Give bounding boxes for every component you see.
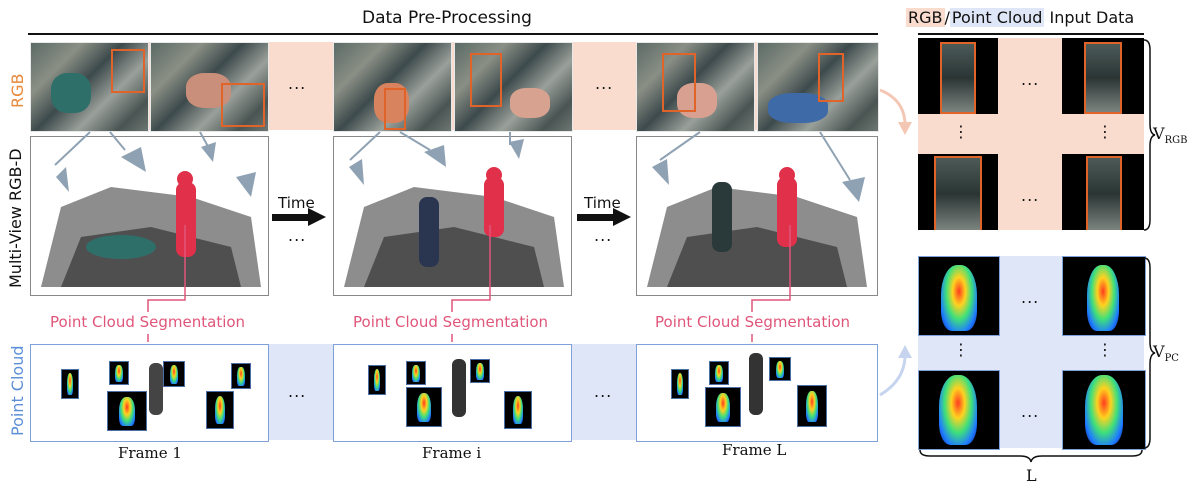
- rgb-photo-6: [757, 42, 879, 132]
- v-pc-h-ellipsis-top: ...: [1021, 288, 1040, 307]
- pc-view: [769, 357, 791, 381]
- pc-crop-br: [1062, 370, 1146, 450]
- pc-view: [61, 369, 79, 399]
- v-pc-label: VPC: [1153, 342, 1179, 364]
- v-rgb-brace: [1143, 39, 1156, 231]
- rgbd-scene-1: [31, 137, 268, 295]
- pc-view: [709, 361, 729, 385]
- rgb-crop-tl: [918, 38, 998, 114]
- pc-view: [470, 359, 490, 383]
- pc-frame-i: [333, 344, 572, 442]
- l-brace: [919, 449, 1143, 463]
- v-pc-h-ellipsis-bottom: ...: [1021, 402, 1040, 421]
- pc-crop-bl: [918, 370, 1000, 450]
- pc-view: [504, 391, 532, 429]
- pc-view: [163, 361, 185, 387]
- title-underline: [28, 33, 878, 35]
- pc-view: [368, 365, 386, 395]
- pc-view: [231, 363, 251, 389]
- person-point-cloud: [452, 359, 466, 417]
- pc-crop-tl: [918, 256, 1000, 336]
- pc-view: [406, 387, 442, 427]
- v-rgb-v-ellipsis-left: ⋮: [953, 122, 970, 141]
- rgb-photo-3: [333, 42, 452, 132]
- rgb-photo-4: [454, 42, 573, 132]
- pc-view: [206, 391, 234, 429]
- rgb-photo-2: [150, 42, 269, 132]
- input-panel-title: RGB/Point Cloud Input Data: [906, 8, 1134, 27]
- v-pc-symbol: V: [1153, 342, 1165, 361]
- pc-view: [109, 361, 129, 385]
- rgb-crop-tr: [1062, 38, 1144, 114]
- frame-label-1: Frame 1: [118, 444, 182, 462]
- person-point-cloud: [149, 363, 163, 415]
- v-pc-v-ellipsis-right: ⋮: [1097, 340, 1114, 359]
- section-title: Data Pre-Processing: [362, 8, 532, 28]
- l-label: L: [1026, 466, 1037, 485]
- pc-ellipsis-2: ...: [594, 382, 613, 401]
- rgbd-scene-i: [334, 137, 571, 295]
- frame-label-L: Frame L: [722, 441, 787, 459]
- rgb-ellipsis-1: ...: [288, 74, 307, 93]
- pc-frame-L: [636, 344, 878, 442]
- input-title-rest: Input Data: [1044, 8, 1135, 27]
- rgbd-scene-L: [637, 137, 877, 295]
- time-label-2: Time: [584, 194, 621, 212]
- v-pc-v-ellipsis-left: ⋮: [953, 340, 970, 359]
- time-ellipsis-1: ...: [288, 226, 307, 245]
- segmentation-label-2: Point Cloud Segmentation: [353, 313, 549, 331]
- v-pc-subscript: PC: [1164, 353, 1179, 365]
- pc-crop-tr: [1062, 256, 1146, 336]
- input-title-underline: [918, 33, 1144, 35]
- rgb-ellipsis-2: ...: [595, 74, 614, 93]
- v-rgb-symbol: V: [1153, 124, 1165, 143]
- input-title-rgb: RGB: [906, 8, 945, 27]
- time-label-1: Time: [278, 194, 315, 212]
- pc-view: [406, 361, 426, 385]
- person-point-cloud: [749, 353, 763, 415]
- v-rgb-h-ellipsis-bottom: ...: [1021, 186, 1040, 205]
- segmentation-label-1: Point Cloud Segmentation: [50, 313, 246, 331]
- rgb-photo-5: [636, 42, 755, 132]
- input-title-pc: Point Cloud: [949, 8, 1045, 27]
- frame-label-i: Frame i: [422, 444, 482, 462]
- v-rgb-subscript: RGB: [1164, 135, 1188, 147]
- rgb-crop-bl: [918, 154, 998, 230]
- rgb-crop-br: [1062, 154, 1144, 230]
- pc-view: [705, 387, 741, 427]
- rgbd-frame-1: [30, 136, 269, 296]
- segmentation-label-3: Point Cloud Segmentation: [655, 313, 851, 331]
- pc-frame-1: [30, 344, 269, 442]
- pc-view: [107, 391, 147, 431]
- time-ellipsis-2: ...: [594, 226, 613, 245]
- rgbd-frame-i: [333, 136, 572, 296]
- v-rgb-label: VRGB: [1153, 124, 1187, 146]
- pc-view: [797, 385, 827, 427]
- pc-ellipsis-1: ...: [288, 382, 307, 401]
- v-pc-brace: [1143, 257, 1156, 449]
- pc-view: [671, 369, 689, 399]
- rgbd-frame-L: [636, 136, 878, 296]
- input-title-sep: /: [944, 8, 950, 27]
- v-rgb-v-ellipsis-right: ⋮: [1097, 122, 1114, 141]
- v-rgb-h-ellipsis-top: ...: [1021, 70, 1040, 89]
- rgb-photo-1: [30, 42, 149, 132]
